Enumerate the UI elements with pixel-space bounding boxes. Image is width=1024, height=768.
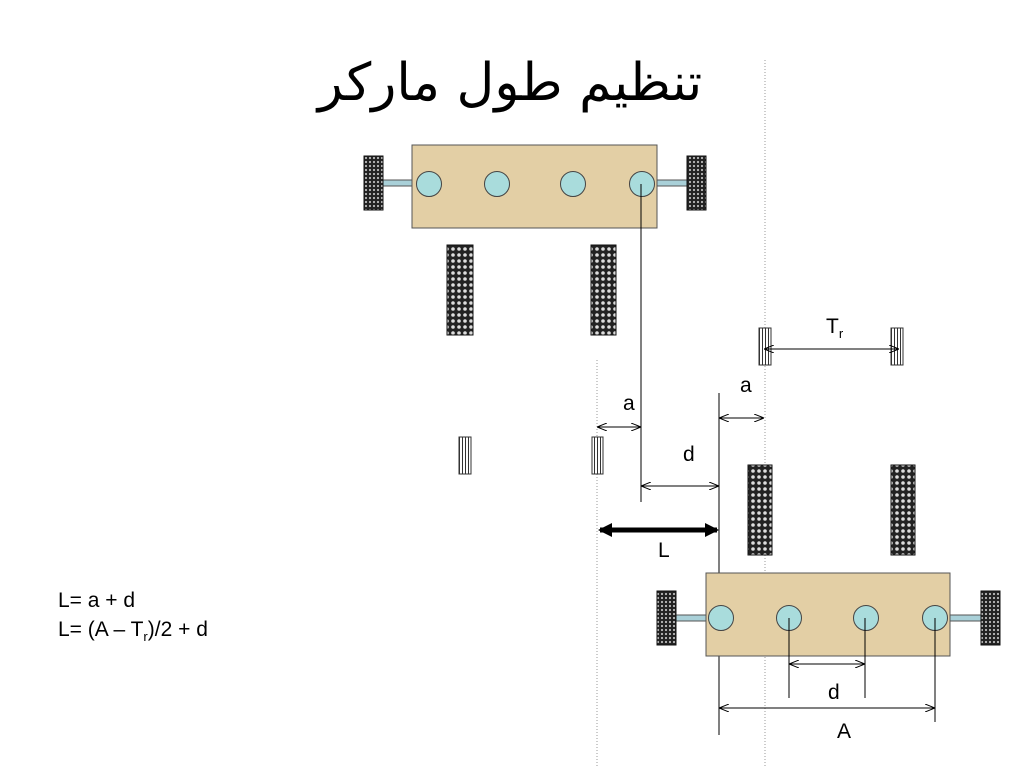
row-marker-right-2	[890, 327, 904, 366]
formula-line-2-sub: r	[143, 629, 148, 645]
bottom-wheel-right	[980, 590, 1001, 646]
row-marker-left-1	[458, 436, 472, 475]
bottom-hub-left	[674, 614, 710, 622]
label-tr: Tr	[826, 315, 844, 341]
top-disc-1	[416, 171, 442, 197]
row-marker-left-2	[591, 436, 604, 475]
formulas-block: L= a + d L= (A – Tr)/2 + d	[58, 586, 208, 651]
top-wheel-left	[363, 155, 384, 211]
bottom-disc-3	[853, 605, 879, 631]
top-tire-left	[446, 244, 474, 336]
top-wheel-right	[686, 155, 707, 211]
bottom-frame	[705, 572, 951, 657]
top-tire-right	[590, 244, 617, 336]
formula-line-2: L= (A – Tr)/2 + d	[58, 615, 208, 651]
label-d-bottom: d	[828, 681, 840, 704]
bottom-tire-left	[747, 464, 773, 556]
label-A: A	[837, 720, 851, 743]
bottom-disc-1	[708, 605, 734, 631]
label-a-left: a	[623, 392, 635, 415]
row-marker-right-1	[758, 327, 772, 366]
top-disc-4	[629, 171, 655, 197]
label-L: L	[658, 539, 670, 562]
formula-line-1: L= a + d	[58, 589, 136, 612]
top-frame-group	[363, 144, 707, 229]
label-d-mid: d	[683, 443, 695, 466]
slide-title: تنظیم طول مارکر	[317, 53, 703, 113]
formula-line-2-pre: L= (A – T	[58, 618, 144, 641]
top-hub-right	[654, 179, 688, 187]
formula-line-2-post: )/2 + d	[147, 618, 208, 641]
top-frame	[411, 144, 658, 229]
bottom-wheel-left	[656, 590, 677, 646]
top-hub-left	[382, 179, 416, 187]
label-a-right: a	[740, 374, 752, 397]
top-disc-2	[484, 171, 510, 197]
top-disc-3	[560, 171, 586, 197]
bottom-tire-right	[890, 464, 916, 556]
bottom-hub-right	[947, 614, 983, 622]
bottom-frame-group	[656, 572, 1001, 657]
